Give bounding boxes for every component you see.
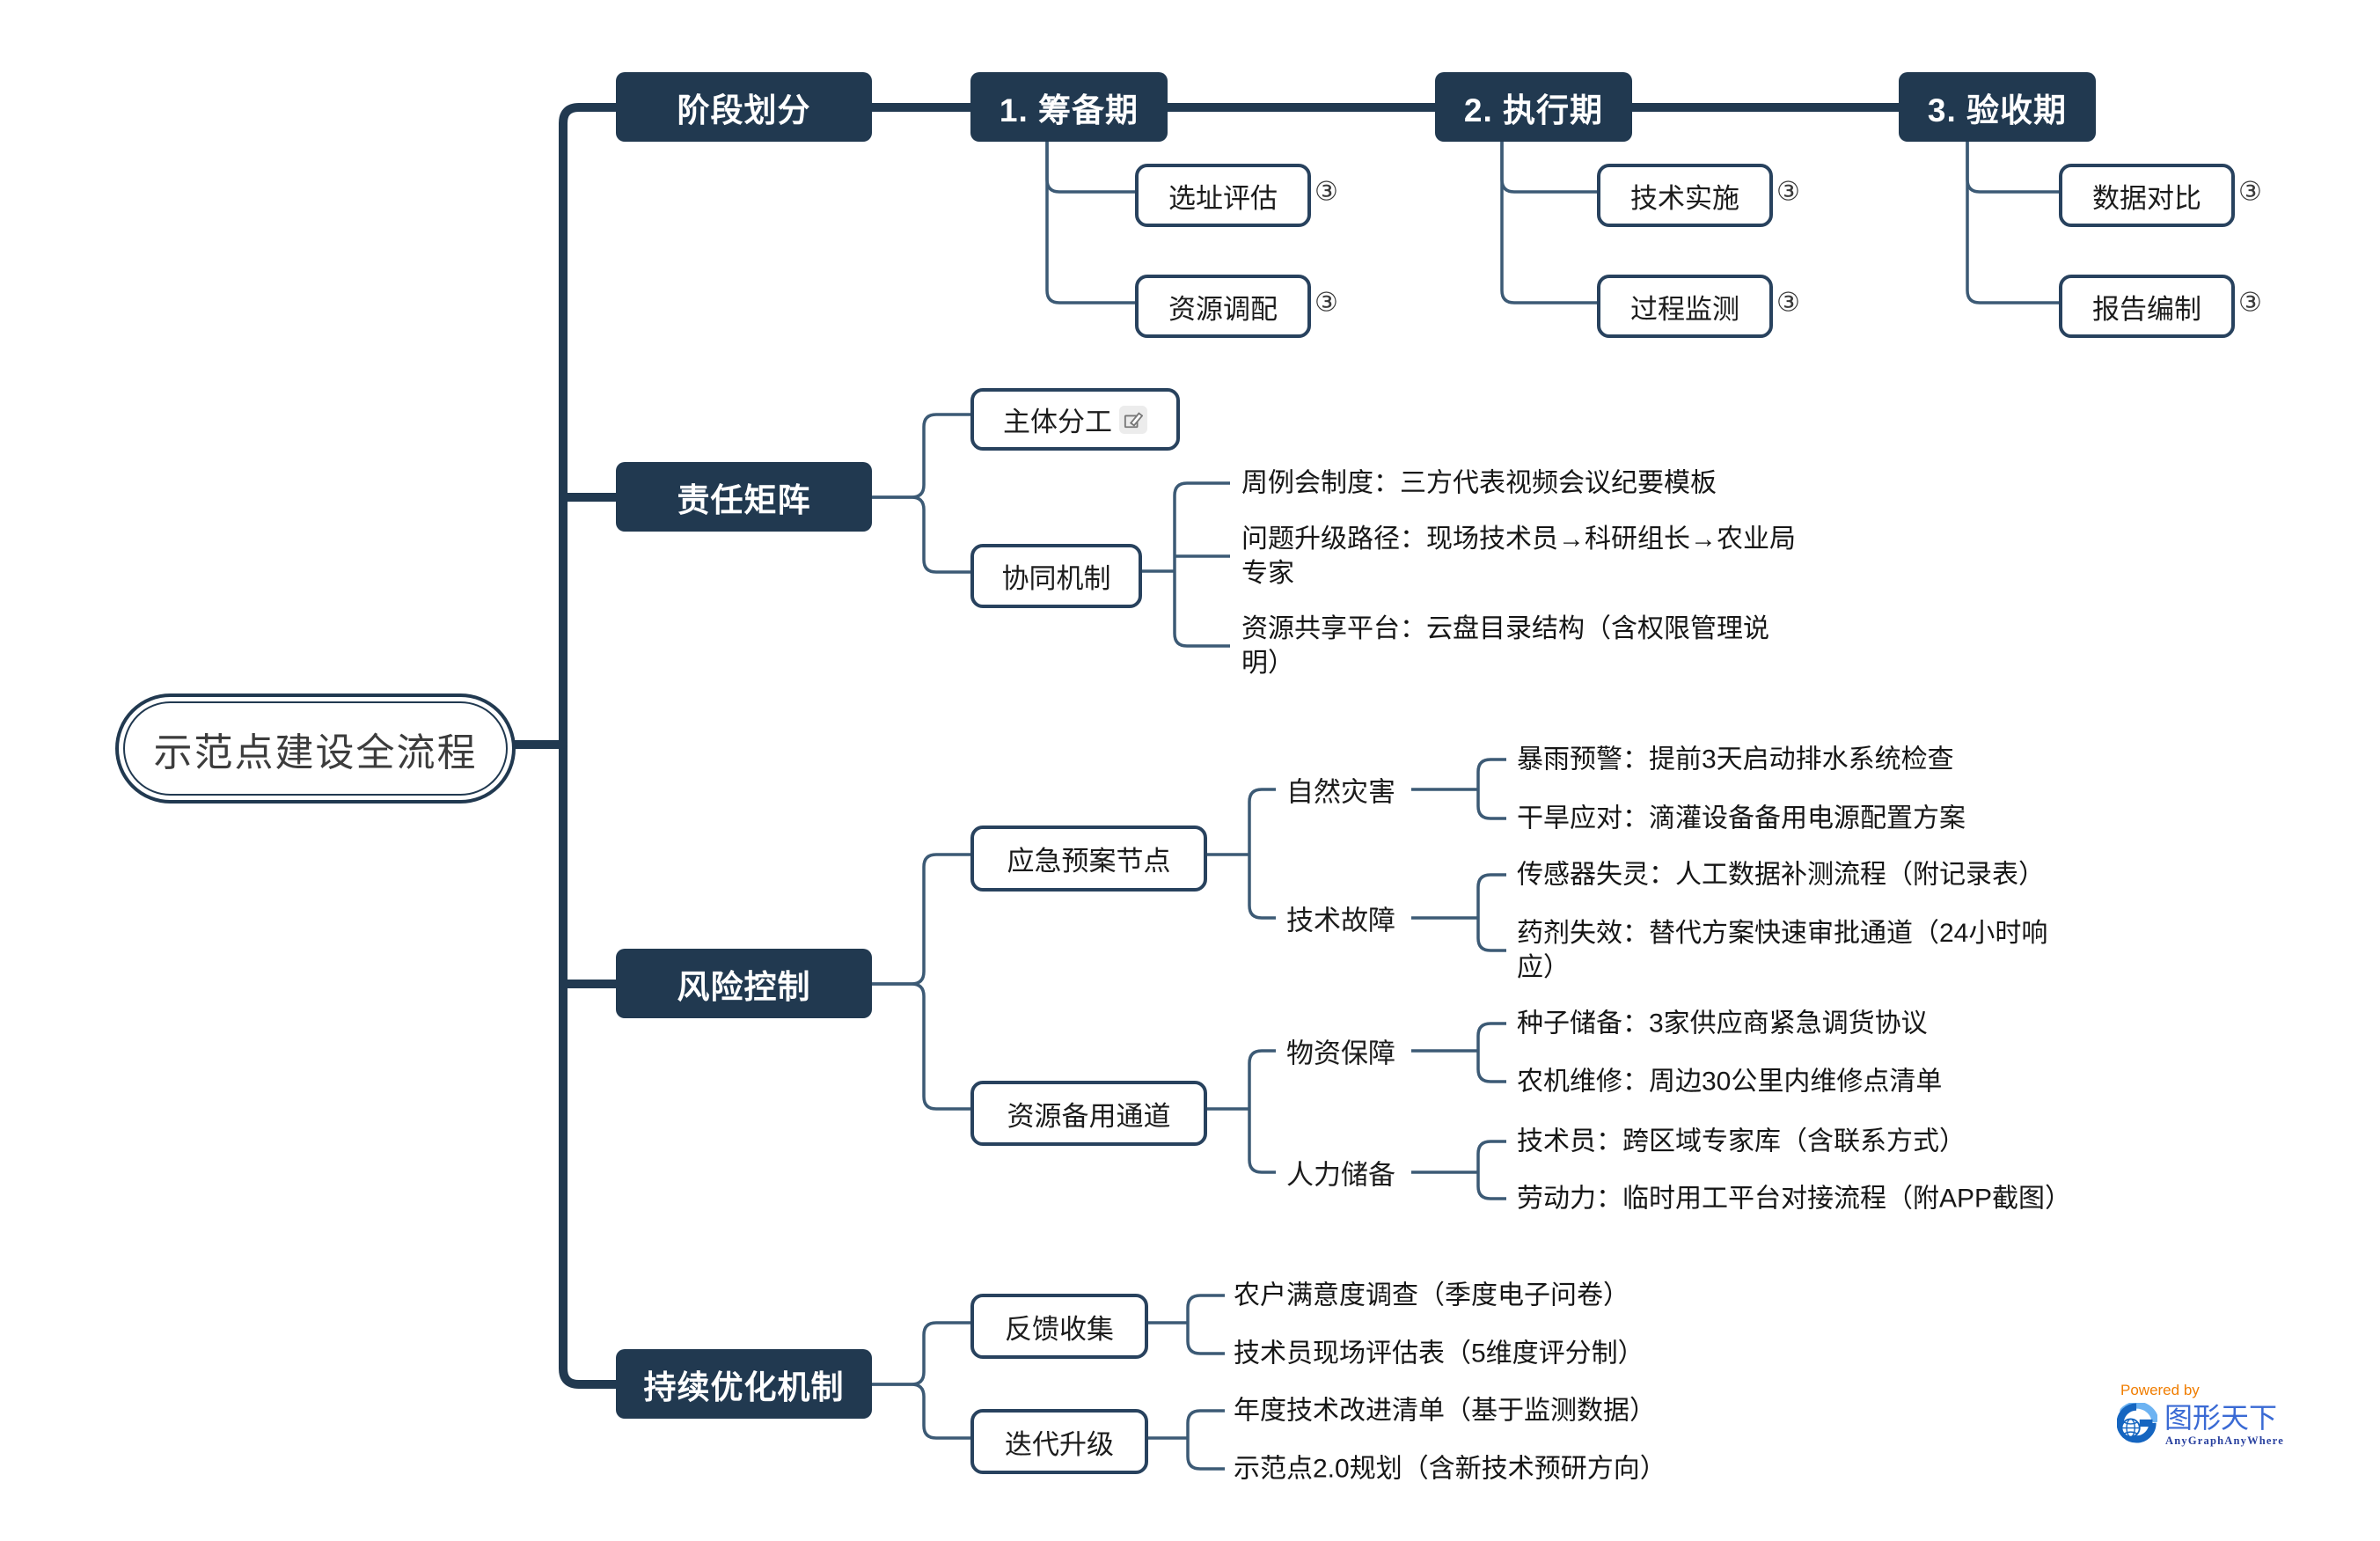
node-report-compilation[interactable]: 报告编制 xyxy=(2059,275,2235,338)
sub-manpower-reserve[interactable]: 人力储备 xyxy=(1286,1159,1395,1191)
branch-continuous-optimization[interactable]: 持续优化机制 xyxy=(616,1349,872,1419)
leaf-weekly-meeting[interactable]: 周例会制度：三方代表视频会议纪要模板 xyxy=(1241,468,1717,498)
period-execution[interactable]: 2. 执行期 xyxy=(1435,72,1632,142)
node-tech-implementation[interactable]: 技术实施 xyxy=(1597,164,1773,227)
leaf-farmer-satisfaction[interactable]: 农户满意度调查（季度电子问卷） xyxy=(1234,1280,1629,1310)
leaf-annual-improvement-list[interactable]: 年度技术改进清单（基于监测数据） xyxy=(1234,1396,1656,1426)
node-process-monitoring[interactable]: 过程监测 xyxy=(1597,275,1773,338)
leaf-labor-platform[interactable]: 劳动力：临时用工平台对接流程（附APP截图） xyxy=(1517,1184,2072,1214)
leaf-reagent-failure[interactable]: 药剂失效：替代方案快速审批通道（24小时响 应） xyxy=(1517,919,2048,982)
edit-note-icon[interactable] xyxy=(1119,405,1147,434)
leaf-resource-sharing[interactable]: 资源共享平台：云盘目录结构（含权限管理说 明） xyxy=(1241,614,1769,678)
node-subject-division[interactable]: 主体分工 xyxy=(970,388,1180,451)
brand-footer[interactable]: Powered by 图形天下 AnyGraphAnyWhere xyxy=(2117,1382,2284,1448)
badge-circled-3: ③ xyxy=(1314,177,1338,207)
sub-natural-disaster[interactable]: 自然灾害 xyxy=(1286,776,1395,808)
leaf-technician-pool[interactable]: 技术员：跨区域专家库（含联系方式） xyxy=(1517,1126,1966,1156)
pencil-square-icon xyxy=(1124,411,1143,428)
node-data-comparison[interactable]: 数据对比 xyxy=(2059,164,2235,227)
node-feedback-collection[interactable]: 反馈收集 xyxy=(970,1294,1148,1359)
sub-technical-failure[interactable]: 技术故障 xyxy=(1286,905,1395,936)
leaf-sensor-failure[interactable]: 传感器失灵：人工数据补测流程（附记录表） xyxy=(1517,860,2045,890)
branch-risk-control[interactable]: 风险控制 xyxy=(616,949,872,1018)
badge-circled-3: ③ xyxy=(1776,177,1800,207)
node-resource-backup-channel[interactable]: 资源备用通道 xyxy=(970,1081,1207,1146)
root-node[interactable]: 示范点建设全流程 xyxy=(115,693,516,804)
leaf-drought-response[interactable]: 干旱应对：滴灌设备备用电源配置方案 xyxy=(1517,804,1966,833)
branch-stage-division[interactable]: 阶段划分 xyxy=(616,72,872,142)
node-resource-allocation[interactable]: 资源调配 xyxy=(1135,275,1311,338)
leaf-machinery-repair[interactable]: 农机维修：周边30公里内维修点清单 xyxy=(1517,1067,1943,1097)
brand-name-en: AnyGraphAnyWhere xyxy=(2165,1435,2284,1447)
leaf-rainstorm-warning[interactable]: 暴雨预警：提前3天启动排水系统检查 xyxy=(1517,745,1954,774)
brand-logo-icon xyxy=(2117,1403,2157,1443)
badge-circled-3: ③ xyxy=(2238,177,2262,207)
period-preparation[interactable]: 1. 筹备期 xyxy=(970,72,1168,142)
brand-name-cn: 图形天下 xyxy=(2164,1402,2278,1434)
leaf-seed-reserve[interactable]: 种子储备：3家供应商紧急调货协议 xyxy=(1517,1009,1928,1038)
leaf-demo-2-plan[interactable]: 示范点2.0规划（含新技术预研方向） xyxy=(1234,1454,1666,1484)
badge-circled-3: ③ xyxy=(2238,288,2262,318)
badge-circled-3: ③ xyxy=(1776,288,1800,318)
node-site-evaluation[interactable]: 选址评估 xyxy=(1135,164,1311,227)
leaf-technician-evaluation[interactable]: 技术员现场评估表（5维度评分制） xyxy=(1234,1339,1644,1369)
sub-material-support[interactable]: 物资保障 xyxy=(1286,1038,1395,1069)
root-node-label: 示范点建设全流程 xyxy=(123,701,508,796)
leaf-issue-escalation[interactable]: 问题升级路径：现场技术员→科研组长→农业局 专家 xyxy=(1241,525,1796,588)
subject-division-label: 主体分工 xyxy=(1003,407,1112,437)
branch-responsibility-matrix[interactable]: 责任矩阵 xyxy=(616,462,872,532)
node-iteration-upgrade[interactable]: 迭代升级 xyxy=(970,1409,1148,1474)
node-emergency-plan[interactable]: 应急预案节点 xyxy=(970,826,1207,892)
period-acceptance[interactable]: 3. 验收期 xyxy=(1899,72,2096,142)
powered-by-label: Powered by xyxy=(2120,1382,2200,1398)
node-coordination-mechanism[interactable]: 协同机制 xyxy=(970,544,1142,608)
badge-circled-3: ③ xyxy=(1314,288,1338,318)
